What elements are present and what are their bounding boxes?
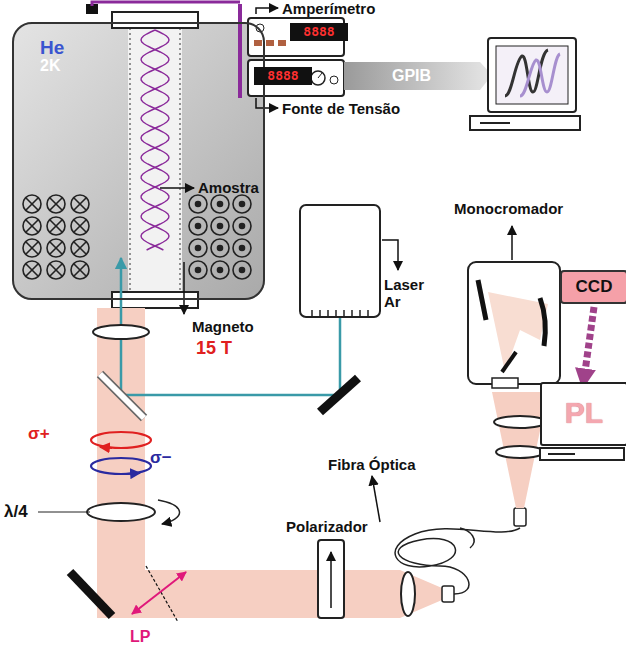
node-text: 2K <box>40 58 263 75</box>
part-label: LP <box>130 628 150 646</box>
part-label: GPIB <box>392 67 431 85</box>
part-label: Fonte de Tensão <box>282 100 400 117</box>
pl-monitor: PL <box>540 382 626 446</box>
node-text: 8888 <box>290 23 348 41</box>
part-label: Polarizador <box>286 518 368 535</box>
signal-arrow <box>584 307 594 379</box>
node-text: CCD <box>562 272 626 302</box>
part-label: 15 T <box>196 338 232 359</box>
cryostat-box: He2K <box>12 22 265 300</box>
part-label: Fibra Óptica <box>328 456 416 473</box>
node-text: He <box>40 38 263 58</box>
voltage-display: 8888 <box>254 67 312 85</box>
part-label: Amostra <box>198 179 259 196</box>
part-label: Amperímetro <box>282 0 375 17</box>
node-text: PL <box>542 384 626 442</box>
node-text: 8888 <box>254 67 312 85</box>
ammeter-display: 8888 <box>290 23 348 41</box>
part-label: Laser Ar <box>384 276 434 311</box>
ccd-box: CCD <box>560 270 626 304</box>
part-label: Monocromador <box>454 200 563 217</box>
part-label: Magneto <box>192 318 254 335</box>
part-label: σ+ <box>28 424 50 444</box>
part-label: λ/4 <box>4 502 28 522</box>
part-label: σ− <box>150 448 172 468</box>
